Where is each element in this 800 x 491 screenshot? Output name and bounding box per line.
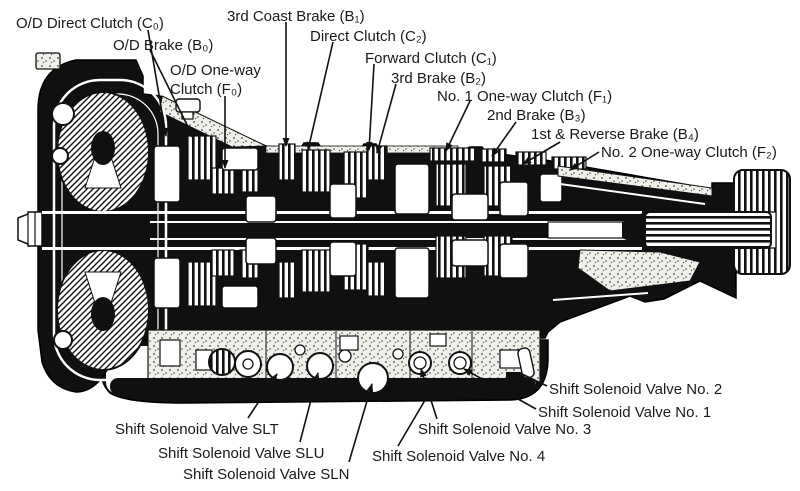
label-od-direct-clutch: O/D Direct Clutch (C₀)	[16, 15, 164, 32]
label-third-coast-brake: 3rd Coast Brake (B₁)	[227, 8, 365, 25]
bolt-section	[53, 330, 73, 350]
leader-no1-one-way-clutch	[445, 100, 471, 152]
leader-solenoid-no4	[397, 389, 432, 447]
direct-clutch-pack	[301, 149, 331, 193]
bolt-section	[51, 147, 69, 165]
leader-solenoid-slt	[247, 373, 278, 419]
label-solenoid-no1: Shift Solenoid Valve No. 1	[538, 404, 712, 421]
leader-solenoid-no2	[521, 373, 548, 387]
od-direct-clutch-drum	[153, 145, 181, 203]
od-one-way-clutch-pack	[211, 167, 235, 195]
label-no1-one-way-clutch: No. 1 One-way Clutch (F₁)	[437, 88, 613, 105]
leader-solenoid-slu	[299, 372, 320, 443]
third-coast-brake-pack	[278, 143, 296, 181]
label-solenoid-no3: Shift Solenoid Valve No. 3	[418, 421, 592, 438]
input-shaft	[17, 211, 43, 247]
label-od-one-way-line2: Clutch (F₀)	[170, 81, 243, 98]
valve-bore	[208, 348, 236, 376]
label-solenoid-no4: Shift Solenoid Valve No. 4	[372, 448, 546, 465]
leader-first-reverse-brake	[522, 141, 561, 165]
solenoid-slu	[306, 352, 334, 380]
leader-solenoid-no1	[463, 368, 537, 410]
drums-and-hubs	[153, 145, 563, 309]
label-od-brake: O/D Brake (B₀)	[113, 37, 214, 54]
label-solenoid-slt: Shift Solenoid Valve SLT	[115, 421, 279, 438]
leader-third-brake	[375, 83, 397, 154]
solenoid-valves	[208, 348, 472, 394]
label-no2-one-way-clutch: No. 2 One-way Clutch (F₂)	[601, 144, 777, 161]
label-od-one-way-line1: O/D One-way	[170, 62, 261, 79]
od-clutch-pack	[185, 135, 217, 181]
label-solenoid-no2: Shift Solenoid Valve No. 2	[549, 381, 723, 398]
torque-converter	[51, 78, 168, 382]
leader-no2-one-way-clutch	[569, 151, 600, 171]
leader-lines	[147, 22, 600, 463]
leader-od-brake	[149, 49, 195, 140]
label-third-brake: 3rd Brake (B₂)	[391, 70, 487, 87]
extension-housing	[552, 165, 713, 301]
label-first-reverse-brake: 1st & Reverse Brake (B₄)	[531, 126, 699, 143]
label-second-brake: 2nd Brake (B₃)	[487, 107, 586, 124]
valve-bore	[234, 350, 262, 378]
leader-forward-clutch	[365, 63, 375, 151]
leader-direct-clutch	[306, 41, 334, 151]
label-direct-clutch: Direct Clutch (C₂)	[310, 28, 427, 45]
leader-second-brake	[491, 121, 517, 157]
label-od-one-way-clutch: O/D One-way Clutch (F₀)	[170, 61, 261, 99]
bolt-section	[51, 102, 75, 126]
label-solenoid-slu: Shift Solenoid Valve SLU	[158, 445, 325, 462]
label-forward-clutch: Forward Clutch (C₁)	[365, 50, 497, 67]
solenoid-sln	[357, 362, 389, 394]
solenoid-no3	[408, 351, 432, 375]
leader-solenoid-sln	[348, 383, 374, 463]
no1-one-way-clutch-pack	[429, 147, 477, 162]
solenoid-slt	[266, 353, 294, 381]
label-solenoid-sln: Shift Solenoid Valve SLN	[183, 466, 350, 483]
mount-boss	[35, 52, 61, 70]
leader-od-direct-clutch	[147, 29, 169, 137]
solenoid-no1	[448, 351, 472, 375]
output-shaft-splines	[622, 211, 772, 249]
